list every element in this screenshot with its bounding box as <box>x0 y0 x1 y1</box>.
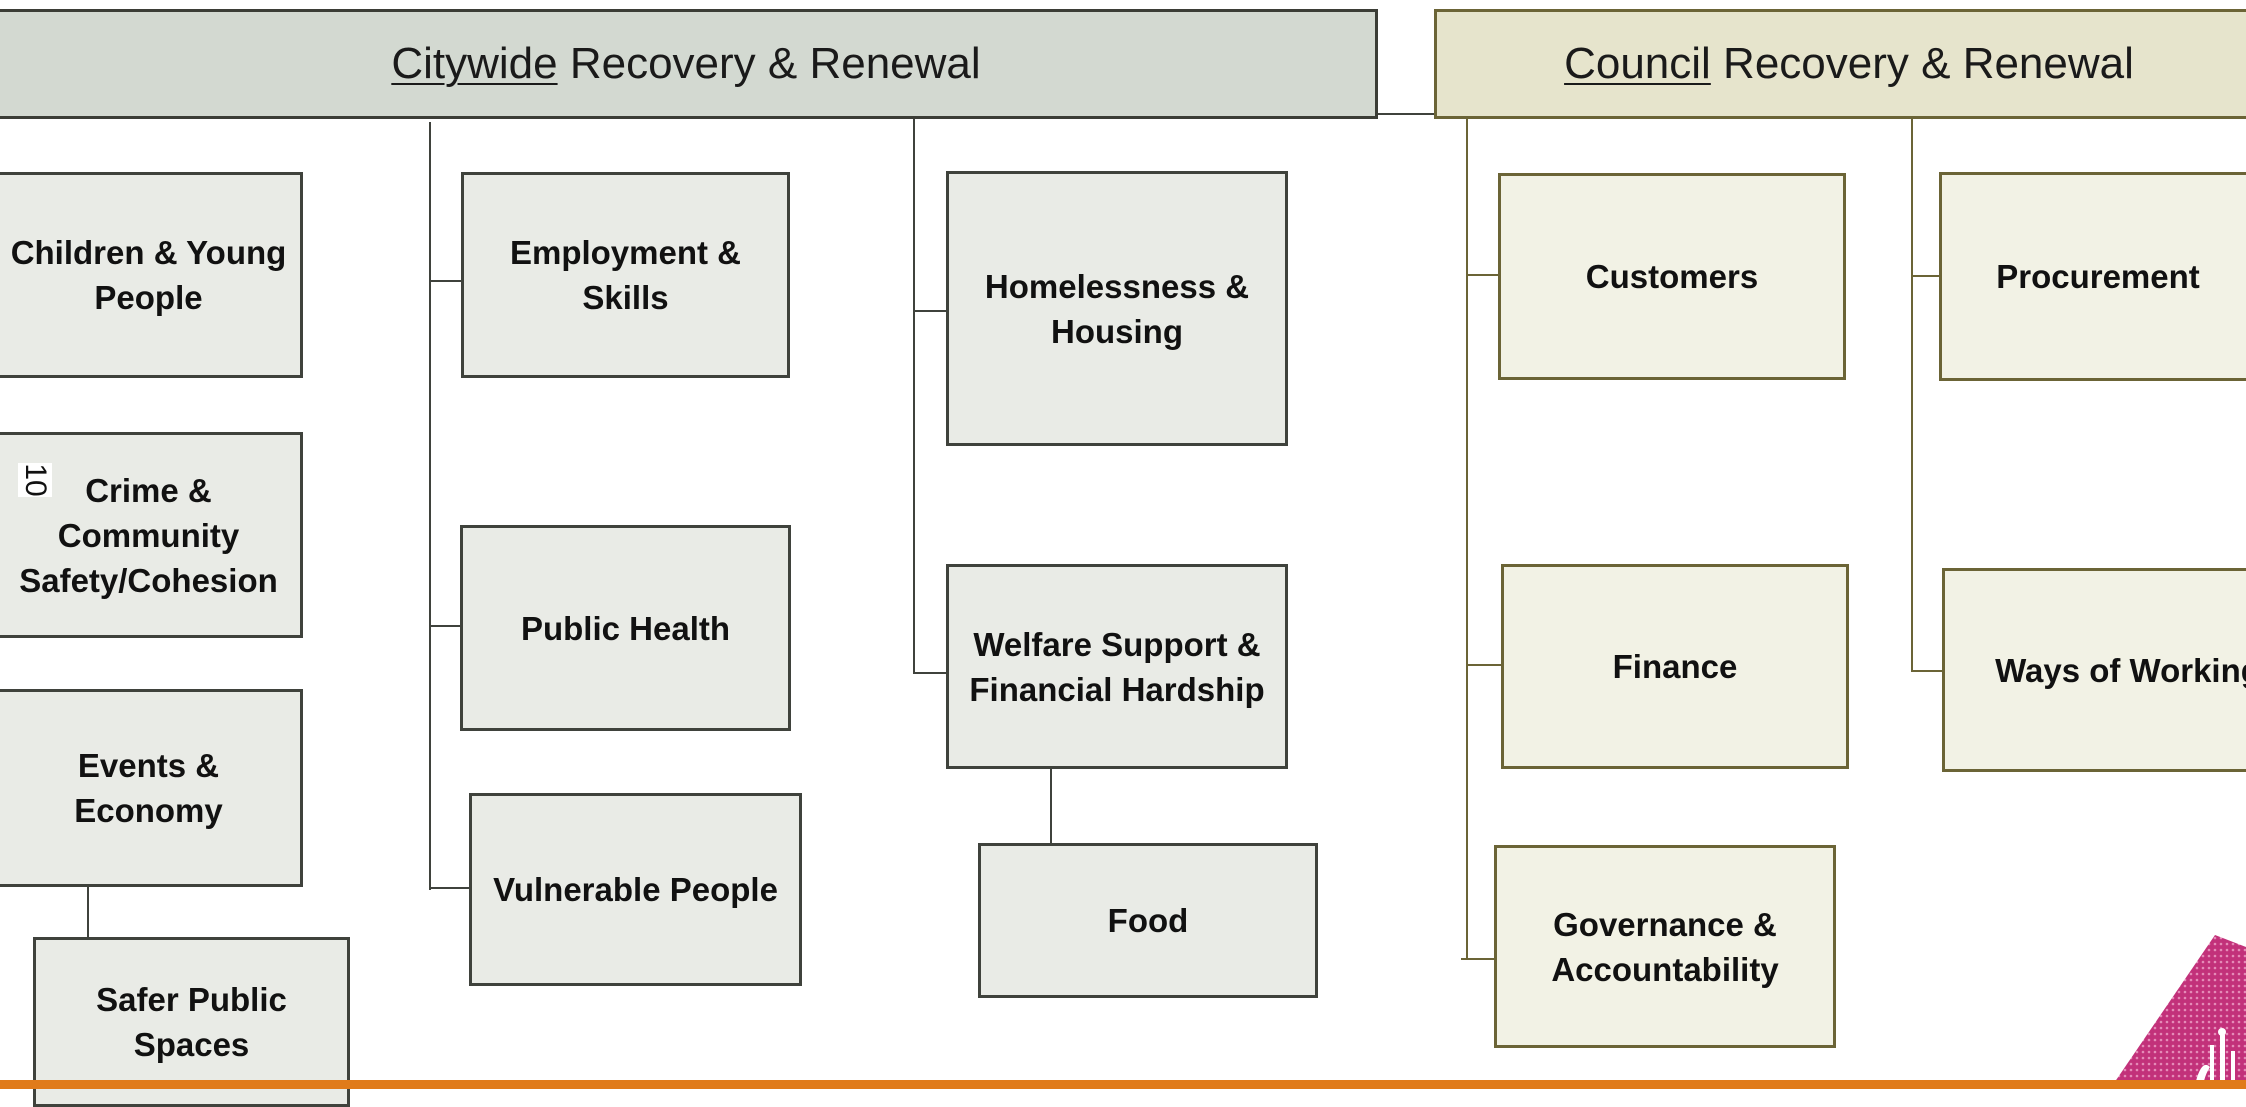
connector-customers <box>1466 274 1499 276</box>
finance-label: Finance <box>1612 648 1738 685</box>
homelessness-housing-label: Homelessness & Housing <box>984 267 1250 350</box>
food-label: Food <box>1107 902 1189 939</box>
box-children-young-people: Children & Young People <box>0 172 303 378</box>
citywide-header-rest: Recovery & Renewal <box>557 39 981 88</box>
box-food: Food <box>978 843 1318 998</box>
welfare-support-label: Welfare Support & Financial Hardship <box>969 625 1265 708</box>
box-welfare-support: Welfare Support & Financial Hardship <box>946 564 1288 769</box>
connector-safer-spaces <box>87 885 89 937</box>
connector-employment <box>429 280 462 282</box>
page-number: 10 <box>18 463 52 497</box>
box-customers: Customers <box>1498 173 1846 380</box>
public-health-label: Public Health <box>520 609 731 647</box>
citywide-header: Citywide Recovery & Renewal <box>0 9 1378 119</box>
events-economy-label: Events & Economy <box>74 747 223 829</box>
council-header: Council Recovery & Renewal <box>1434 9 2246 119</box>
connector-finance <box>1466 664 1502 666</box>
box-homelessness-housing: Homelessness & Housing <box>946 171 1288 446</box>
accent-bar <box>0 1080 2246 1089</box>
connector-council-trunk <box>1466 119 1468 960</box>
crime-community-label: Crime & Community Safety/Cohesion <box>19 471 278 599</box>
connector-vulnerable <box>429 887 470 889</box>
governance-label: Governance & Accountability <box>1551 905 1779 988</box>
box-employment-skills: Employment & Skills <box>461 172 790 378</box>
vulnerable-people-label: Vulnerable People <box>493 871 778 908</box>
connector-ways-of-working <box>1911 670 1943 672</box>
council-header-underlined: Council <box>1564 39 1711 88</box>
citywide-header-underlined: Citywide <box>391 39 558 88</box>
connector-housing-trunk <box>913 119 915 674</box>
box-ways-of-working: Ways of Working <box>1942 568 2246 772</box>
procurement-label: Procurement <box>1996 258 2200 295</box>
box-public-health: Public Health <box>460 525 791 731</box>
safer-public-spaces-label: Safer Public Spaces <box>96 981 287 1063</box>
customers-label: Customers <box>1585 258 1759 295</box>
connector-food <box>1050 767 1052 844</box>
city-logo-icon <box>2110 935 2246 1089</box>
connector-welfare <box>913 672 947 674</box>
employment-skills-label: Employment & Skills <box>509 234 742 316</box>
box-events-economy: Events & Economy <box>0 689 303 887</box>
box-finance: Finance <box>1501 564 1849 769</box>
box-governance: Governance & Accountability <box>1494 845 1836 1048</box>
children-young-people-label: Children & Young People <box>10 234 287 316</box>
box-procurement: Procurement <box>1939 172 2246 381</box>
connector-governance <box>1461 958 1496 960</box>
connector-public-health <box>429 625 462 627</box>
connector-procurement-trunk <box>1911 119 1913 672</box>
ways-of-working-label: Ways of Working <box>1995 651 2246 689</box>
header-connector <box>1378 113 1434 115</box>
box-safer-public-spaces: Safer Public Spaces <box>33 937 350 1107</box>
box-crime-community: Crime & Community Safety/Cohesion <box>0 432 303 638</box>
connector-procurement <box>1911 275 1941 277</box>
connector-employment-trunk <box>429 122 431 890</box>
council-header-rest: Recovery & Renewal <box>1710 39 2134 88</box>
connector-homelessness <box>913 310 947 312</box>
box-vulnerable-people: Vulnerable People <box>469 793 802 986</box>
